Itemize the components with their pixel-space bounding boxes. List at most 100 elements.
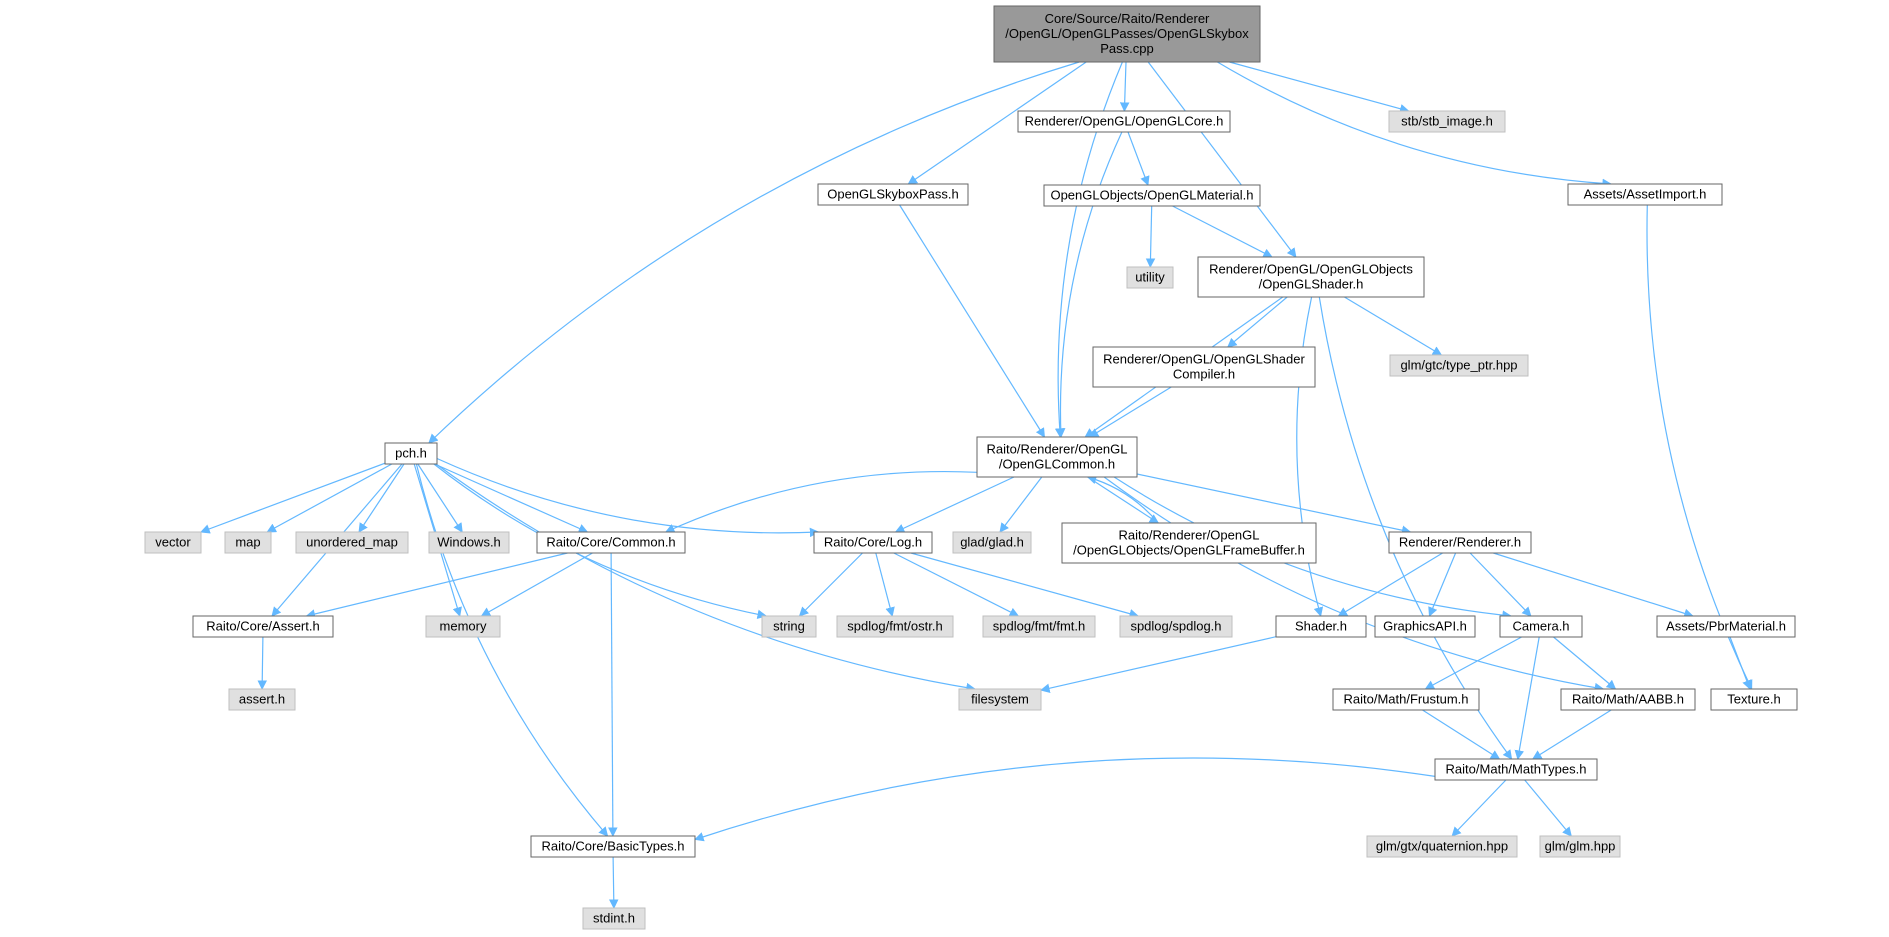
node-box-shadercompiler [1092, 346, 1316, 388]
node-box-common_gl [976, 436, 1138, 478]
node-aabb[interactable]: Raito/Math/AABB.h [1560, 688, 1696, 711]
node-label-texture-0: Texture.h [1727, 692, 1780, 707]
edge-common_gl-to-framebuffer [1087, 476, 1160, 524]
node-root[interactable]: Core/Source/Raito/Renderer/OpenGL/OpenGL… [993, 5, 1261, 63]
node-label-glmhpp-0: glm/glm.hpp [1545, 839, 1616, 854]
node-corecommon[interactable]: Raito/Core/Common.h [536, 531, 686, 554]
node-box-texture [1710, 688, 1798, 711]
edge-basictypes-to-stdint [608, 856, 619, 909]
node-label-root-2: Pass.cpp [1100, 41, 1153, 56]
node-quaternion: glm/gtx/quaternion.hpp [1366, 835, 1518, 858]
node-assert_std: assert.h [228, 688, 296, 711]
node-graphicsapi[interactable]: GraphicsAPI.h [1374, 615, 1476, 638]
node-basictypes[interactable]: Raito/Core/BasicTypes.h [530, 835, 696, 858]
node-label-ostr-0: spdlog/fmt/ostr.h [847, 619, 942, 634]
node-box-frustum [1332, 688, 1480, 711]
edge-corelog-to-spdlog [910, 552, 1140, 619]
node-pch[interactable]: pch.h [384, 442, 438, 465]
edge-pch-to-string [433, 463, 768, 620]
node-corelog[interactable]: Raito/Core/Log.h [813, 531, 933, 554]
node-label-glad-0: glad/glad.h [960, 535, 1024, 550]
edge-camera-to-mathtypes [1514, 636, 1540, 760]
node-label-spdlog-0: spdlog/spdlog.h [1130, 619, 1221, 634]
node-framebuffer[interactable]: Raito/Renderer/OpenGL/OpenGLObjects/Open… [1061, 522, 1317, 564]
node-label-fmt-0: spdlog/fmt/fmt.h [993, 619, 1085, 634]
node-label-pbrmaterial-0: Assets/PbrMaterial.h [1666, 619, 1786, 634]
node-string: string [761, 615, 817, 638]
node-coreassert[interactable]: Raito/Core/Assert.h [192, 615, 334, 638]
node-label-glcore-0: Renderer/OpenGL/OpenGLCore.h [1025, 114, 1224, 129]
node-box-filesystem [958, 688, 1042, 711]
node-label-basictypes-0: Raito/Core/BasicTypes.h [541, 839, 684, 854]
node-box-quaternion [1366, 835, 1518, 858]
node-box-glcore [1017, 110, 1231, 133]
node-label-glshader-0: Renderer/OpenGL/OpenGLObjects [1209, 262, 1413, 277]
node-label-coreassert-0: Raito/Core/Assert.h [206, 619, 319, 634]
edge-pbrmaterial-to-texture [1729, 636, 1752, 690]
nodes-layer: Core/Source/Raito/Renderer/OpenGL/OpenGL… [144, 5, 1798, 930]
edge-glcore-to-glmaterial [1127, 131, 1150, 186]
edge-glmaterial-to-utility [1145, 205, 1156, 268]
node-box-map [224, 531, 272, 554]
node-common_gl[interactable]: Raito/Renderer/OpenGL/OpenGLCommon.h [976, 436, 1138, 478]
node-assetimport[interactable]: Assets/AssetImport.h [1567, 183, 1723, 206]
edge-root-to-assetimport [1217, 61, 1613, 189]
node-box-root [993, 5, 1261, 63]
node-texture[interactable]: Texture.h [1710, 688, 1798, 711]
node-windows: Windows.h [428, 531, 510, 554]
node-box-pbrmaterial [1656, 615, 1796, 638]
edge-pch-to-windows [417, 463, 463, 533]
node-box-pch [384, 442, 438, 465]
node-mathtypes[interactable]: Raito/Math/MathTypes.h [1434, 758, 1598, 781]
edge-root-to-glcore [1119, 61, 1130, 112]
node-glcore[interactable]: Renderer/OpenGL/OpenGLCore.h [1017, 110, 1231, 133]
node-box-aabb [1560, 688, 1696, 711]
node-renderer[interactable]: Renderer/Renderer.h [1388, 531, 1532, 554]
node-box-unordered_map [295, 531, 409, 554]
edge-corecommon-to-coreassert [305, 552, 568, 619]
node-glmhpp: glm/glm.hpp [1539, 835, 1621, 858]
edge-glcore-to-common_gl [1055, 131, 1123, 438]
node-box-mathtypes [1434, 758, 1598, 781]
edge-corelog-to-ostr [875, 552, 895, 617]
edge-skyboxpass_h-to-common_gl [899, 204, 1046, 438]
edge-corelog-to-fmt [893, 552, 1020, 617]
node-box-corelog [813, 531, 933, 554]
node-glmaterial[interactable]: OpenGLObjects/OpenGLMaterial.h [1043, 184, 1261, 207]
node-box-spdlog [1119, 615, 1233, 638]
node-box-basictypes [530, 835, 696, 858]
node-box-shader [1275, 615, 1367, 638]
node-box-string [761, 615, 817, 638]
edge-common_gl-to-corecommon [664, 470, 978, 533]
node-frustum[interactable]: Raito/Math/Frustum.h [1332, 688, 1480, 711]
node-label-typeptr-0: glm/gtc/type_ptr.hpp [1400, 358, 1517, 373]
node-camera[interactable]: Camera.h [1499, 615, 1583, 638]
node-pbrmaterial[interactable]: Assets/PbrMaterial.h [1656, 615, 1796, 638]
edge-pch-to-basictypes [415, 463, 609, 837]
edge-pch-to-map [266, 463, 393, 533]
edge-common_gl-to-glad [999, 476, 1043, 533]
node-shader[interactable]: Shader.h [1275, 615, 1367, 638]
node-label-map-0: map [235, 535, 260, 550]
edge-framebuffer-to-common_gl [1086, 474, 1159, 524]
node-label-root-0: Core/Source/Raito/Renderer [1045, 11, 1210, 26]
node-skyboxpass_h[interactable]: OpenGLSkyboxPass.h [817, 183, 969, 206]
edge-renderer-to-camera [1469, 552, 1532, 617]
node-label-camera-0: Camera.h [1512, 619, 1569, 634]
edge-glshader-to-shader [1296, 296, 1324, 617]
edge-shader-to-filesystem [1040, 636, 1277, 693]
edge-glshader-to-typeptr [1344, 296, 1443, 356]
node-box-coreassert [192, 615, 334, 638]
node-label-corecommon-0: Raito/Core/Common.h [546, 535, 675, 550]
edge-glshader-to-shadercompiler [1227, 296, 1288, 348]
node-box-framebuffer [1061, 522, 1317, 564]
edge-corelog-to-string [798, 552, 863, 617]
node-label-string-0: string [773, 619, 805, 634]
node-box-ostr [836, 615, 954, 638]
node-glshader[interactable]: Renderer/OpenGL/OpenGLObjects/OpenGLShad… [1197, 256, 1425, 298]
node-vector: vector [144, 531, 202, 554]
node-box-glshader [1197, 256, 1425, 298]
node-box-fmt [982, 615, 1096, 638]
node-label-assert_std-0: assert.h [239, 692, 285, 707]
